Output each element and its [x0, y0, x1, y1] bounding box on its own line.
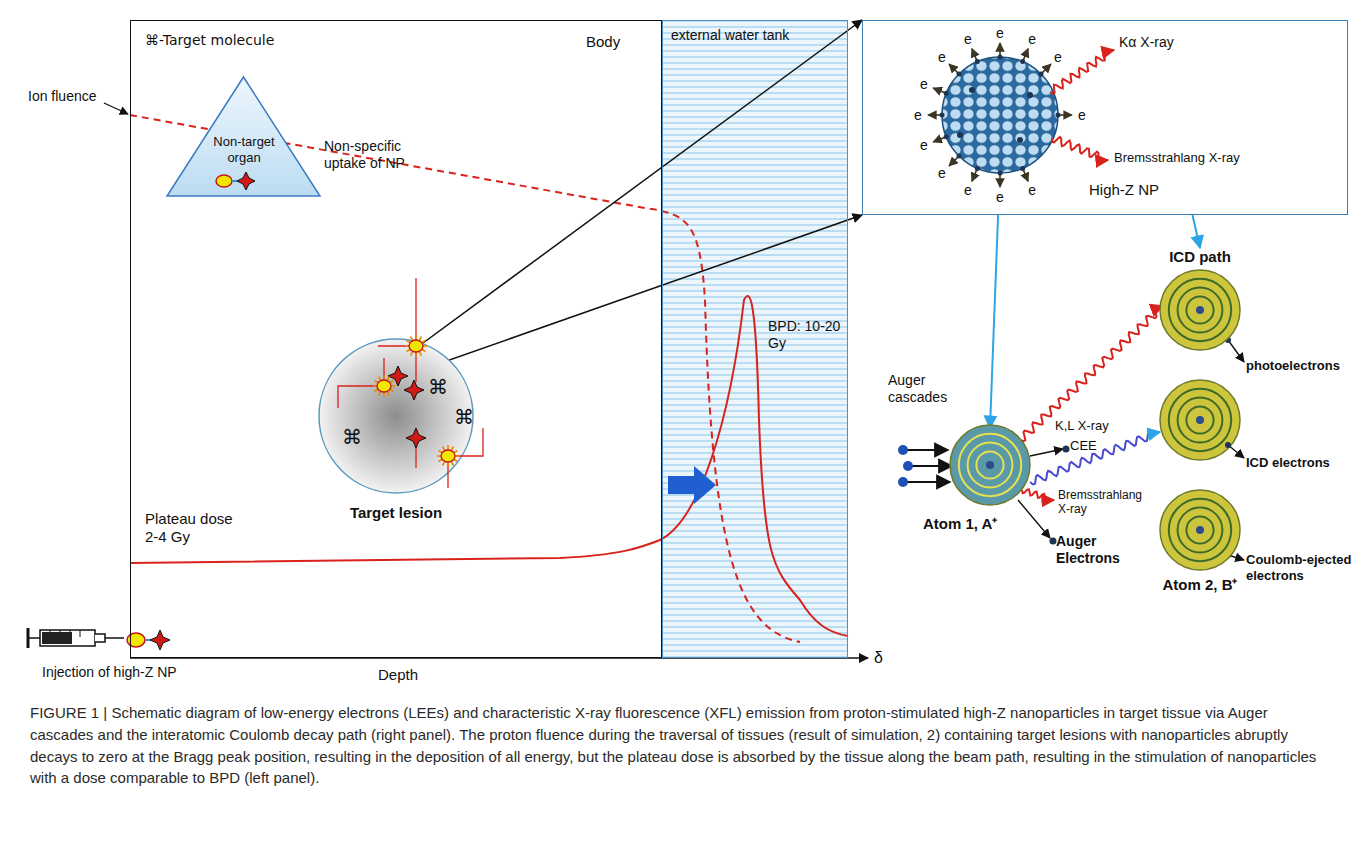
annotation-label: Bremsstrahlang X-ray [1058, 488, 1154, 517]
annotation-label: Kα X-ray [1119, 34, 1174, 51]
electron-label: e [1028, 182, 1036, 199]
annotation-label: Coulomb-ejected electrons [1246, 552, 1352, 583]
electron-dot [975, 59, 980, 64]
electron-label: e [996, 25, 1004, 42]
photon-wave [1052, 137, 1108, 161]
annotation-label: CEE [1070, 438, 1097, 454]
annotation-label: Auger cascades [888, 372, 980, 406]
electron-label: e [938, 49, 946, 66]
annotation-label: Auger Electrons [1056, 533, 1140, 567]
node-label: Target lesion [318, 504, 474, 522]
body-box: BodyNon-target organTarget lesion [130, 20, 662, 658]
annotation-label: Non-specific uptake of NP [324, 138, 444, 172]
annotation-label: Ion fluence [28, 88, 97, 105]
annotation-label: Bremsstrahlang X-ray [1114, 150, 1240, 166]
annotation-label: ⌘ [342, 425, 362, 449]
electron-label: e [1078, 107, 1086, 124]
electron-dot [956, 71, 961, 76]
electron-dot [975, 166, 980, 171]
node-label: High-Z NP [1089, 181, 1159, 199]
electron-dot [1020, 166, 1025, 171]
electron-dot [940, 113, 945, 118]
electron-label: e [1028, 31, 1036, 48]
electron-label: e [964, 182, 972, 199]
atom-circle: Atom 2, B⁺ [1145, 488, 1255, 598]
electron-dot [944, 134, 949, 139]
electron-label: e [1054, 49, 1062, 66]
annotation-label: photoelectrons [1246, 358, 1340, 374]
electron-label: e [914, 107, 922, 124]
annotation-label: K,L X-ray [1055, 418, 1109, 434]
connector-arrow [421, 215, 862, 370]
electron-label: e [996, 189, 1004, 206]
node-label: Body [586, 33, 620, 51]
photon-wave [1030, 432, 1160, 485]
connector-arrow [1192, 215, 1200, 248]
nanoparticle-panel: High-Z NP [862, 20, 1348, 215]
node-label: external water tank [671, 27, 789, 44]
node-label: ICD path [1145, 248, 1255, 266]
annotation-label: Injection of high-Z NP [42, 664, 177, 681]
water-tank: external water tank [662, 20, 848, 658]
node-label: Non-target organ [203, 134, 285, 165]
annotation-label: ⌘-Target molecule [145, 32, 274, 49]
figure-caption: FIGURE 1 | Schematic diagram of low-ener… [30, 702, 1328, 789]
electron-dot [944, 91, 949, 96]
electron-dot [1056, 113, 1061, 118]
connector-arrow [990, 215, 998, 428]
electron-label: e [938, 165, 946, 182]
electron-dot [956, 154, 961, 159]
atom-circle: ICD path [1145, 248, 1255, 353]
electron-dot [998, 55, 1003, 60]
annotation-label: BPD: 10-20 Gy [768, 318, 842, 352]
electron-dot [1020, 59, 1025, 64]
annotation-label: ⌘ [428, 375, 448, 399]
atom-circle: Atom 1, A⁺ [915, 428, 1065, 538]
electron-dot [998, 171, 1003, 176]
annotation-label: Depth [378, 666, 418, 684]
connector-arrow [416, 20, 862, 348]
electron-label: e [964, 31, 972, 48]
node-label: Atom 2, B⁺ [1145, 576, 1255, 594]
photon-wave [1020, 306, 1163, 441]
organ-triangle: Non-target organ [166, 76, 321, 198]
annotation-label: δ [874, 648, 883, 667]
electron-label: e [920, 76, 928, 93]
lesion-circle: Target lesion [318, 338, 474, 538]
electron-dot [1039, 71, 1044, 76]
annotation-label: ⌘ [454, 405, 474, 429]
node-label: Atom 1, A⁺ [923, 515, 997, 533]
electron-label: e [920, 137, 928, 154]
annotation-label: ICD electrons [1246, 455, 1330, 471]
annotation-label: Plateau dose 2-4 Gy [145, 510, 245, 546]
photon-wave [1022, 489, 1054, 500]
